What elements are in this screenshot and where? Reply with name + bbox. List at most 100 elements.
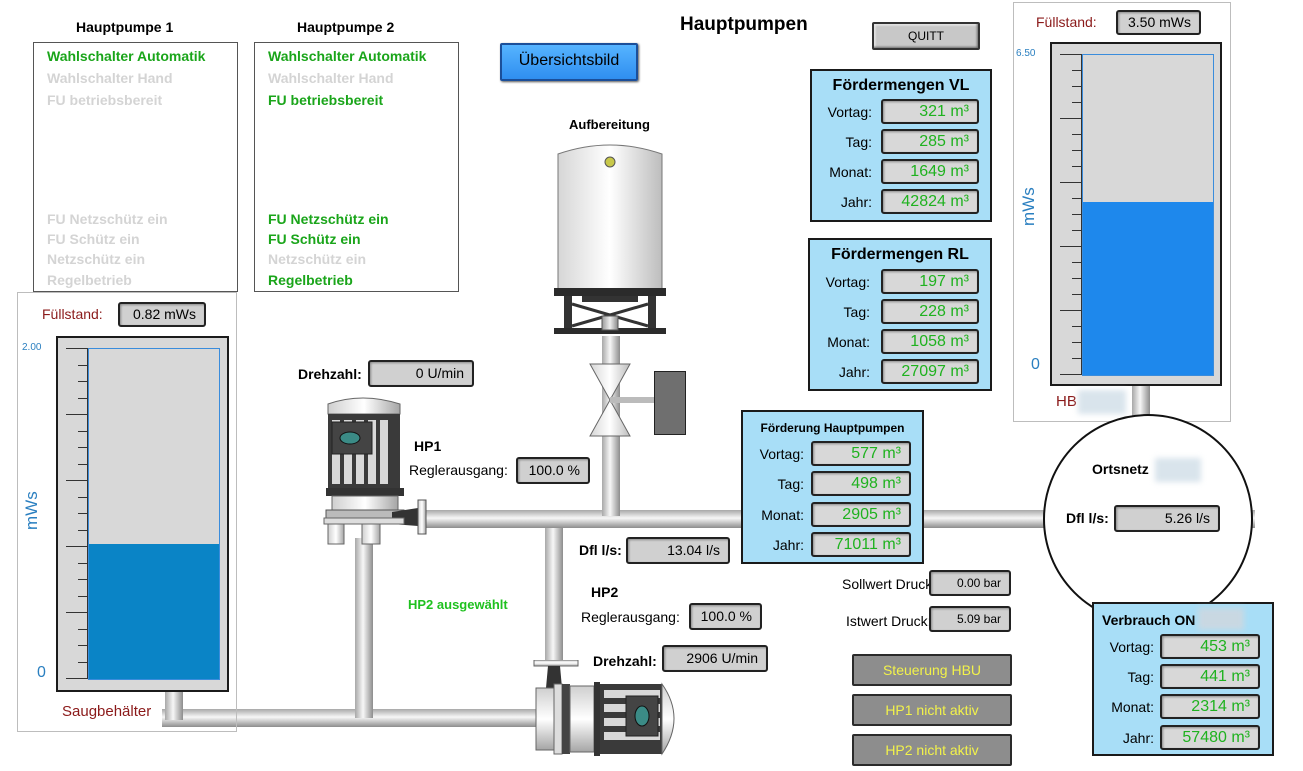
- hp2-status-1: Wahlschalter Hand: [268, 70, 394, 86]
- panel-on-value-0: 453 m³: [1160, 634, 1260, 659]
- steuerung-hbu-button[interactable]: Steuerung HBU: [852, 654, 1012, 686]
- valve-actuator: [654, 371, 686, 435]
- hp1-nicht-aktiv-button[interactable]: HP1 nicht aktiv: [852, 694, 1012, 726]
- panel-on-value-2: 2314 m³: [1160, 694, 1260, 719]
- scale-tick: [1072, 70, 1082, 71]
- saug-unit-label: mWs: [22, 491, 41, 530]
- panel-on-label-1: Tag:: [1127, 669, 1154, 685]
- scale-tick: [1060, 246, 1082, 247]
- pipe-bottom-horizontal: [162, 709, 542, 727]
- saug-fill-label: Füllstand:: [42, 306, 103, 322]
- scale-tick: [1072, 86, 1082, 87]
- hp2-status-title: Hauptpumpe 2: [297, 19, 395, 35]
- istwert-druck-label: Istwert Druck:: [846, 613, 932, 629]
- scale-tick: [66, 348, 88, 349]
- hp2-drehzahl-display: 2906 U/min: [662, 645, 768, 672]
- saug-fill-display: 0.82 mWs: [118, 302, 206, 327]
- hb-scale-max: 6.50: [1016, 48, 1036, 59]
- sollwert-druck-display: 0.00 bar: [929, 570, 1011, 596]
- page-title: Hauptpumpen: [680, 14, 808, 35]
- saug-scale-max: 2.00: [22, 342, 42, 353]
- scale-tick: [1060, 118, 1082, 119]
- panel-rl-value-2: 1058 m³: [881, 329, 979, 354]
- hp2-status-4: FU Schütz ein: [268, 231, 361, 247]
- hp1-name: HP1: [414, 438, 442, 454]
- panel-on-label-3: Jahr:: [1122, 730, 1154, 746]
- panel-rl-value-1: 228 m³: [881, 299, 979, 324]
- hp1-status-4: FU Schütz ein: [47, 231, 140, 247]
- ortsnetz-flow-label: Dfl l/s:: [1066, 510, 1109, 526]
- hp1-status-6: Regelbetrieb: [47, 272, 132, 288]
- panel-vl-value-2: 1649 m³: [881, 159, 979, 184]
- saug-scale-min: 0: [37, 664, 46, 681]
- saug-tank: [56, 336, 229, 692]
- panel-vl-value-0: 321 m³: [881, 99, 979, 124]
- scale-tick: [78, 398, 88, 399]
- panel-hp-value-3: 71011 m³: [811, 532, 911, 557]
- scale-tick: [1072, 326, 1082, 327]
- panel-rl-label-1: Tag:: [843, 304, 870, 320]
- scale-tick: [1072, 166, 1082, 167]
- scale-tick: [78, 497, 88, 498]
- scale-tick: [1072, 342, 1082, 343]
- hp2-status-3: FU Netzschütz ein: [268, 211, 389, 227]
- istwert-druck-display: 5.09 bar: [929, 606, 1011, 632]
- panel-hp-label-3: Jahr:: [772, 537, 804, 553]
- scale-tick: [78, 629, 88, 630]
- saug-name: Saugbehälter: [62, 703, 152, 720]
- scale-tick: [78, 431, 88, 432]
- panel-rl-label-3: Jahr:: [838, 364, 870, 380]
- ortsnetz-name-redacted: [1155, 458, 1201, 482]
- hp1-status-2: FU betriebsbereit: [47, 92, 163, 108]
- flow-display: 13.04 l/s: [626, 537, 730, 564]
- scale-tick: [1060, 374, 1082, 375]
- scale-tick: [66, 414, 88, 415]
- hb-name: HB: [1056, 393, 1077, 410]
- aufbereitung-vessel: [554, 144, 666, 437]
- scale-tick: [78, 464, 88, 465]
- hb-scale-ticks: [1052, 54, 1082, 375]
- panel-hp-value-2: 2905 m³: [811, 502, 911, 527]
- scale-line: [1081, 54, 1082, 374]
- panel-vl-label-3: Jahr:: [840, 194, 872, 210]
- scale-tick: [1072, 102, 1082, 103]
- hb-tank-inner: [1082, 54, 1214, 376]
- hp1-status-0: Wahlschalter Automatik: [47, 48, 206, 64]
- scale-tick: [78, 447, 88, 448]
- scale-tick: [1072, 294, 1082, 295]
- hb-tank: [1050, 42, 1222, 386]
- hb-fill-display: 3.50 mWs: [1116, 10, 1201, 35]
- scale-tick: [78, 579, 88, 580]
- pipe-hp1-down: [355, 538, 373, 718]
- panel-vl-value-1: 285 m³: [881, 129, 979, 154]
- scale-tick: [1072, 134, 1082, 135]
- scale-line: [87, 348, 88, 678]
- hp2-pump-icon: [533, 660, 675, 756]
- quitt-button[interactable]: QUITT: [872, 22, 980, 50]
- hp1-drehzahl-label: Drehzahl:: [298, 366, 362, 382]
- scale-tick: [78, 662, 88, 663]
- hb-unit-label: mWs: [1019, 187, 1038, 226]
- panel-vl-label-1: Tag:: [845, 134, 872, 150]
- panel-rl-label-2: Monat:: [827, 334, 870, 350]
- hp1-status-box: Wahlschalter Automatik Wahlschalter Hand…: [33, 42, 238, 292]
- hp2-drehzahl-label: Drehzahl:: [593, 653, 657, 669]
- panel-foerdermengen-rl: Fördermengen RL Vortag: 197 m³ Tag: 228 …: [808, 238, 992, 391]
- scale-tick: [78, 513, 88, 514]
- panel-rl-value-3: 27097 m³: [881, 359, 979, 384]
- pipe-hb-down: [1132, 383, 1150, 423]
- hp2-nicht-aktiv-button[interactable]: HP2 nicht aktiv: [852, 734, 1012, 766]
- saug-scale-ticks: [58, 348, 88, 679]
- hp2-regler-display: 100.0 %: [689, 603, 762, 630]
- hp2-status-6: Regelbetrieb: [268, 272, 353, 288]
- scale-tick: [78, 365, 88, 366]
- scale-tick: [1072, 150, 1082, 151]
- panel-vl-label-0: Vortag:: [827, 104, 872, 120]
- hp2-status-2: FU betriebsbereit: [268, 92, 384, 108]
- overview-button[interactable]: Übersichtsbild: [500, 43, 638, 81]
- hp1-regler-display: 100.0 %: [516, 457, 590, 484]
- panel-hp-label-1: Tag:: [777, 476, 804, 492]
- panel-hp-title: Förderung Hauptpumpen: [760, 421, 905, 435]
- panel-vl-label-2: Monat:: [829, 164, 872, 180]
- hp2-status-5: Netzschütz ein: [268, 251, 367, 267]
